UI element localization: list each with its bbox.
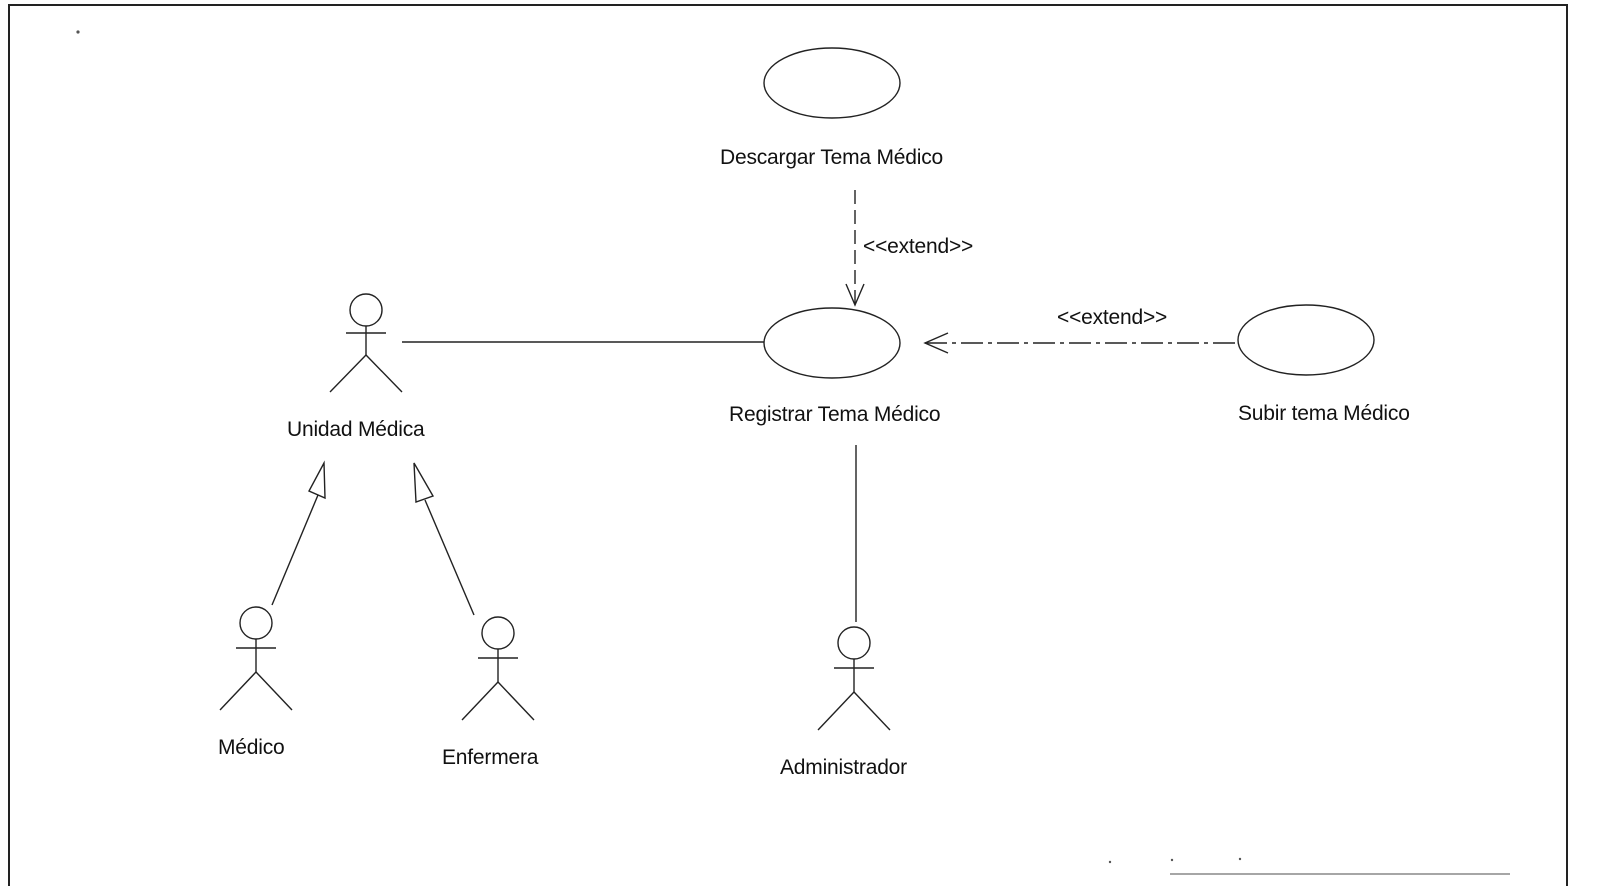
- actor-medico-label: Médico: [218, 736, 285, 759]
- generalization-medico-unidad: [271, 460, 326, 606]
- actor-enfermera[interactable]: [461, 616, 535, 721]
- actor-enfermera-label: Enfermera: [442, 746, 539, 769]
- use-case-subir-label: Subir tema Médico: [1238, 402, 1410, 425]
- extend-right-label: <<extend>>: [1057, 306, 1168, 329]
- diagram-frame: [8, 4, 1568, 886]
- actor-administrador[interactable]: [817, 626, 891, 731]
- extend-subir-registrar: [923, 332, 1237, 354]
- actor-administrador-label: Administrador: [780, 756, 907, 779]
- use-case-subir-ellipse[interactable]: [1237, 304, 1375, 376]
- extend-descargar-registrar: [845, 190, 865, 307]
- actor-unidad-label: Unidad Médica: [287, 418, 425, 441]
- generalization-enfermera-unidad: [413, 462, 475, 616]
- use-case-registrar-label: Registrar Tema Médico: [729, 403, 941, 426]
- extend-top-label: <<extend>>: [863, 235, 974, 258]
- actor-unidad-medica[interactable]: [329, 293, 403, 393]
- use-case-registrar-ellipse[interactable]: [763, 307, 901, 379]
- use-case-descargar-ellipse[interactable]: [763, 47, 901, 119]
- use-case-descargar-label: Descargar Tema Médico: [720, 146, 944, 169]
- actor-medico[interactable]: [219, 606, 293, 711]
- scan-speckle: [76, 30, 1242, 864]
